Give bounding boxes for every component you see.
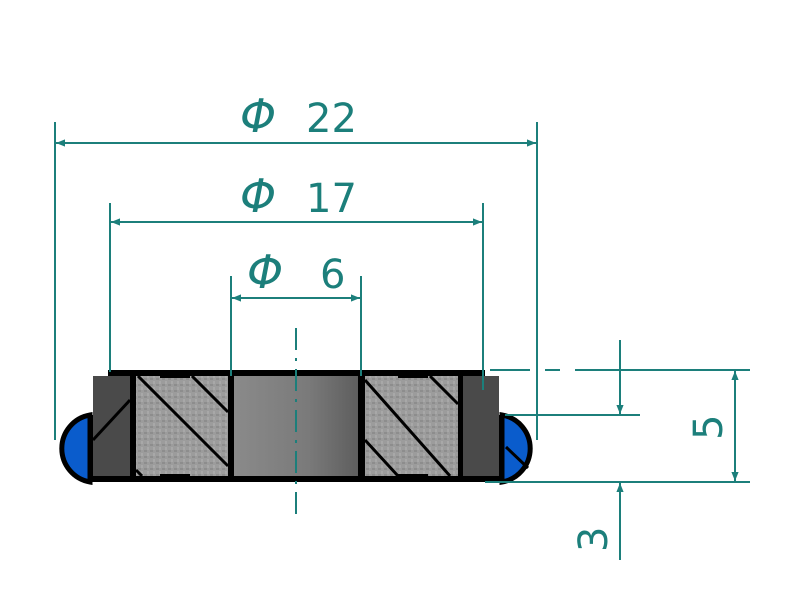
left-ring bbox=[93, 376, 130, 476]
label-middle-diameter: Φ 17 bbox=[240, 169, 357, 223]
diameter-symbol: Φ bbox=[247, 245, 283, 299]
label-bore-diameter: Φ 6 bbox=[247, 245, 345, 299]
diameter-symbol: Φ bbox=[240, 169, 276, 223]
height-value: 5 bbox=[686, 415, 732, 440]
right-ring bbox=[463, 376, 499, 476]
diameter-symbol: Φ bbox=[240, 89, 276, 143]
outer-diameter-value: 22 bbox=[306, 96, 357, 142]
label-outer-diameter: Φ 22 bbox=[240, 89, 357, 143]
left-insert bbox=[136, 376, 228, 476]
seal-height-value: 3 bbox=[571, 527, 617, 552]
bore-diameter-value: 6 bbox=[320, 252, 345, 298]
right-insert bbox=[365, 376, 458, 476]
left-seal bbox=[59, 412, 93, 485]
middle-diameter-value: 17 bbox=[306, 176, 357, 222]
